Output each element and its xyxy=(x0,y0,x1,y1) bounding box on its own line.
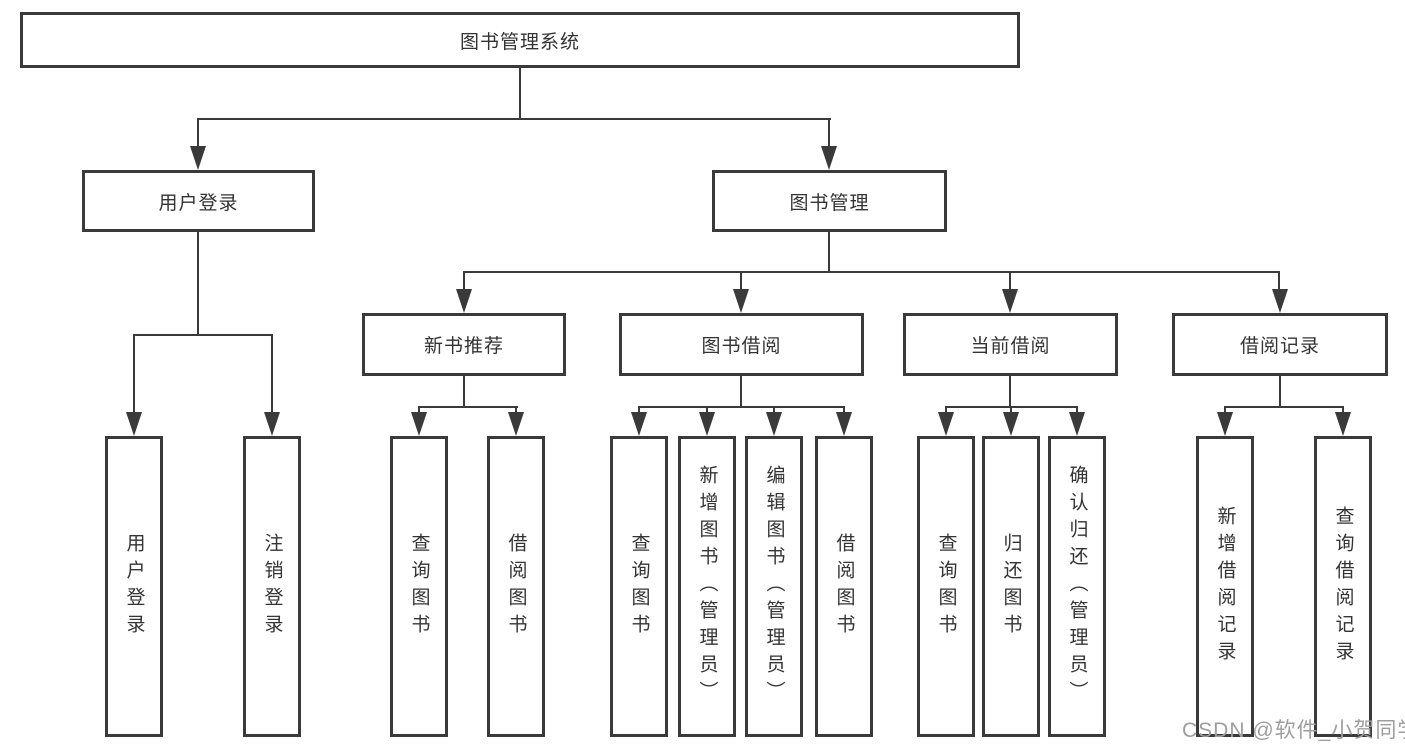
node-add-borrow-record: 新增借阅记录 xyxy=(1196,436,1254,737)
connector-line xyxy=(1010,406,1012,416)
arrow-down-icon xyxy=(821,146,837,170)
node-return-books: 归还图书 xyxy=(982,436,1040,737)
node-book-borrowing: 图书借阅 xyxy=(619,313,864,376)
arrow-down-icon xyxy=(411,412,427,436)
connector-line xyxy=(1342,406,1344,416)
arrow-down-icon xyxy=(264,412,280,436)
node-add-books-admin: 新增图书（管理员） xyxy=(678,436,736,737)
connector-line xyxy=(515,406,517,416)
node-current-borrowing: 当前借阅 xyxy=(903,313,1118,376)
arrow-down-icon xyxy=(190,146,206,170)
node-borrow-books-borrowing: 借阅图书 xyxy=(815,436,873,737)
node-logout: 注销登录 xyxy=(243,436,301,737)
arrow-down-icon xyxy=(1217,412,1233,436)
arrow-down-icon xyxy=(126,412,142,436)
node-library-management-system: 图书管理系统 xyxy=(20,12,1020,68)
connector-line xyxy=(133,334,273,336)
connector-line xyxy=(463,374,465,408)
connector-line xyxy=(463,271,1280,273)
connector-line xyxy=(271,334,273,414)
arrow-down-icon xyxy=(733,289,749,313)
connector-line xyxy=(133,334,135,414)
connector-line xyxy=(740,374,742,408)
node-borrow-books-recommend: 借阅图书 xyxy=(487,436,545,737)
connector-line xyxy=(1279,374,1281,408)
connector-line xyxy=(197,230,199,336)
node-confirm-return-admin: 确认归还（管理员） xyxy=(1048,436,1106,737)
connector-line xyxy=(828,230,830,273)
arrow-down-icon xyxy=(1003,412,1019,436)
node-query-books-current: 查询图书 xyxy=(917,436,975,737)
node-user-login: 用户登录 xyxy=(105,436,163,737)
connector-line xyxy=(463,271,465,293)
watermark-text: CSDN @软件_小贺同学 xyxy=(1182,719,1405,742)
connector-line xyxy=(740,271,742,293)
node-new-book-recommend: 新书推荐 xyxy=(362,313,566,376)
arrow-down-icon xyxy=(1272,289,1288,313)
node-book-management: 图书管理 xyxy=(712,170,947,232)
connector-line xyxy=(519,66,521,120)
arrow-down-icon xyxy=(836,412,852,436)
connector-line xyxy=(197,118,831,120)
arrow-down-icon xyxy=(631,412,647,436)
connector-line xyxy=(1278,271,1280,293)
arrow-down-icon xyxy=(1069,412,1085,436)
arrow-down-icon xyxy=(766,412,782,436)
connector-line xyxy=(1009,374,1011,408)
connector-line xyxy=(418,406,518,408)
connector-line xyxy=(843,406,845,416)
node-borrowing-records: 借阅记录 xyxy=(1172,313,1388,376)
arrow-down-icon xyxy=(1335,412,1351,436)
connector-line xyxy=(1224,406,1344,408)
node-query-borrow-record: 查询借阅记录 xyxy=(1314,436,1372,737)
connector-line xyxy=(638,406,640,416)
connector-line xyxy=(945,406,947,416)
node-query-books-borrowing: 查询图书 xyxy=(610,436,668,737)
connector-line xyxy=(1224,406,1226,416)
connector-line xyxy=(706,406,708,416)
connector-line xyxy=(773,406,775,416)
connector-line xyxy=(418,406,420,416)
connector-line xyxy=(638,406,845,408)
node-user-login-branch: 用户登录 xyxy=(82,170,315,232)
arrow-down-icon xyxy=(456,289,472,313)
connector-line xyxy=(197,118,199,154)
arrow-down-icon xyxy=(508,412,524,436)
connector-line xyxy=(1076,406,1078,416)
connector-line xyxy=(828,118,830,154)
node-edit-books-admin: 编辑图书（管理员） xyxy=(745,436,803,737)
arrow-down-icon xyxy=(699,412,715,436)
connector-line xyxy=(1009,271,1011,293)
arrow-down-icon xyxy=(1002,289,1018,313)
node-query-books-recommend: 查询图书 xyxy=(390,436,448,737)
arrow-down-icon xyxy=(938,412,954,436)
